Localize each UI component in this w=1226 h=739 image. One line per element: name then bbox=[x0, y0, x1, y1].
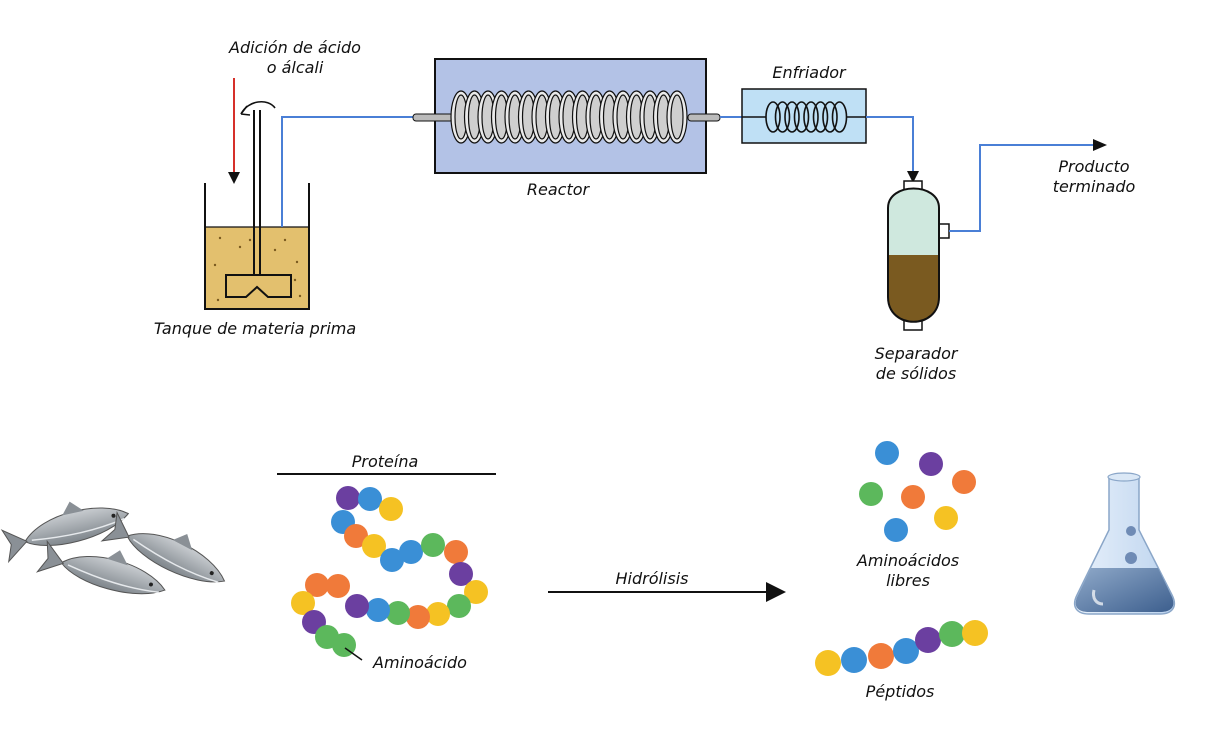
amino-acid-bead bbox=[426, 602, 450, 626]
reactor-label: Reactor bbox=[526, 180, 590, 199]
mixer-icon bbox=[225, 101, 292, 298]
amino-acid-bead bbox=[447, 594, 471, 618]
amino-acid-bead bbox=[893, 638, 919, 664]
amino-acid-bead bbox=[934, 506, 958, 530]
separator-label-line2: de sólidos bbox=[875, 364, 957, 383]
hydrolysis-label: Hidrólisis bbox=[615, 569, 689, 588]
acid-addition-label-line1: Adición de ácido bbox=[229, 38, 361, 57]
amino-acid-bead bbox=[815, 650, 841, 676]
amino-acid-bead bbox=[345, 594, 369, 618]
coil-loop bbox=[784, 101, 800, 133]
free-amino-acids-label-line1: Aminoácidos bbox=[856, 551, 960, 570]
coil-loop bbox=[765, 101, 781, 133]
raw-material-tank bbox=[204, 101, 310, 310]
product-label-line2: terminado bbox=[1052, 177, 1136, 196]
coil-loop bbox=[831, 101, 848, 133]
free-amino-acids-label: Aminoácidos libres bbox=[833, 551, 983, 591]
coil-icon bbox=[765, 101, 848, 133]
amino-acid-bead bbox=[291, 591, 315, 615]
amino-acid-bead bbox=[406, 605, 430, 629]
fish-group bbox=[0, 501, 226, 595]
amino-acid-pointer bbox=[344, 647, 363, 661]
coil-loop-inner bbox=[670, 94, 684, 140]
amino-acid-bead bbox=[841, 647, 867, 673]
coil-loop bbox=[812, 101, 829, 133]
amino-acid-bead bbox=[386, 601, 410, 625]
free-amino-acids bbox=[859, 441, 976, 542]
separator-label: Separador de sólidos bbox=[856, 344, 976, 384]
amino-acid-bead bbox=[915, 627, 941, 653]
coil-loop bbox=[774, 101, 791, 133]
cooler-label: Enfriador bbox=[772, 63, 846, 82]
product-label-line1: Producto bbox=[1058, 157, 1130, 176]
cooler bbox=[741, 88, 867, 144]
amino-acid-bead bbox=[358, 487, 382, 511]
acid-addition-label: Adición de ácido o álcali bbox=[205, 38, 385, 78]
coil-loop bbox=[822, 101, 838, 133]
coil-loop bbox=[793, 101, 810, 133]
acid-addition-arrow bbox=[228, 78, 240, 184]
reactor bbox=[412, 58, 721, 174]
fish-icon bbox=[35, 539, 166, 595]
flask-icon bbox=[1073, 472, 1176, 615]
pipe-tank-reactor bbox=[281, 116, 418, 227]
amino-acid-bead bbox=[868, 643, 894, 669]
coil-icon bbox=[450, 90, 688, 144]
amino-acid-bead bbox=[421, 533, 445, 557]
product-label: Producto terminado bbox=[1034, 157, 1154, 197]
coil-loop bbox=[803, 101, 819, 133]
amino-acid-bead bbox=[380, 548, 404, 572]
amino-acid-bead bbox=[901, 485, 925, 509]
amino-acid-bead bbox=[336, 486, 360, 510]
peptide-chain bbox=[815, 620, 988, 676]
amino-acid-bead bbox=[919, 452, 943, 476]
amino-acid-bead bbox=[962, 620, 988, 646]
tank-label: Tanque de materia prima bbox=[153, 319, 357, 338]
amino-acid-label: Aminoácido bbox=[373, 653, 467, 672]
protein-chain bbox=[291, 486, 488, 657]
amino-acid-bead bbox=[875, 441, 899, 465]
tank-particles bbox=[213, 236, 302, 302]
solids-separator bbox=[887, 180, 950, 331]
pipe-separator-product bbox=[949, 144, 1098, 232]
amino-acid-bead bbox=[326, 574, 350, 598]
fish-icon bbox=[0, 501, 130, 564]
amino-acid-bead bbox=[449, 562, 473, 586]
amino-acid-bead bbox=[464, 580, 488, 604]
product-arrow bbox=[1093, 139, 1107, 151]
separator-inlet-arrow bbox=[907, 171, 919, 183]
pipe-cooler-separator bbox=[866, 116, 914, 176]
amino-acid-bead bbox=[366, 598, 390, 622]
free-amino-acids-label-line2: libres bbox=[886, 571, 930, 590]
amino-acid-bead bbox=[444, 540, 468, 564]
peptides-label: Péptidos bbox=[865, 682, 935, 701]
amino-acid-bead bbox=[305, 573, 329, 597]
separator-label-line1: Separador bbox=[874, 344, 958, 363]
protein-label: Proteína bbox=[351, 452, 419, 471]
amino-acid-bead bbox=[379, 497, 403, 521]
amino-acid-bead bbox=[952, 470, 976, 494]
amino-acid-bead bbox=[939, 621, 965, 647]
amino-acid-bead bbox=[884, 518, 908, 542]
amino-acid-bead bbox=[362, 534, 386, 558]
amino-acid-bead bbox=[344, 524, 368, 548]
amino-acid-bead bbox=[859, 482, 883, 506]
fish-icon bbox=[100, 510, 226, 583]
acid-addition-label-line2: o álcali bbox=[266, 58, 324, 77]
amino-acid-bead bbox=[399, 540, 423, 564]
